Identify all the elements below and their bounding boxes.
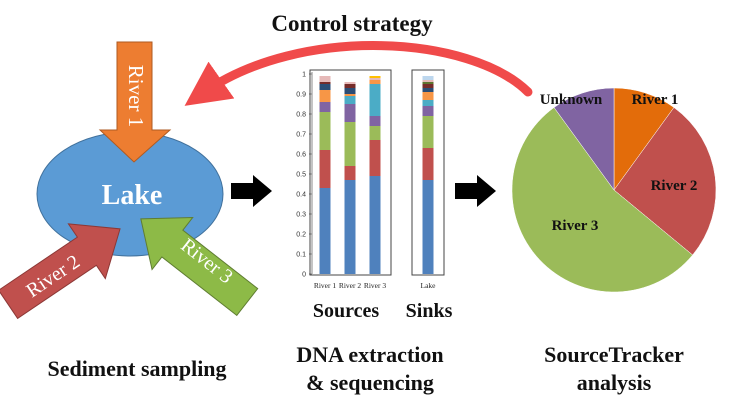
step-2-caption-line-1: DNA extraction bbox=[296, 342, 443, 367]
bar-segment bbox=[319, 102, 331, 112]
source-pie-chart: River 1 River 2 River 3 Unknown bbox=[511, 87, 717, 293]
pie-slice-label: River 1 bbox=[632, 92, 679, 108]
bar-segment bbox=[369, 78, 381, 80]
bar-segment bbox=[344, 122, 356, 166]
bar-segment bbox=[319, 188, 331, 274]
bar-x-label: River 3 bbox=[364, 281, 387, 290]
bar-segment bbox=[344, 104, 356, 122]
bar-y-tick-label: 0.3 bbox=[296, 212, 306, 219]
bar-y-tick-label: 0.6 bbox=[296, 152, 306, 159]
sinks-box bbox=[411, 69, 445, 276]
bar-segment bbox=[422, 84, 434, 88]
bar-y-tick-label: 0.5 bbox=[296, 172, 306, 179]
river-1-label: River 1 bbox=[124, 65, 148, 127]
bar-segment bbox=[319, 90, 331, 102]
bar-segment bbox=[369, 76, 381, 78]
bar-y-tick-label: 0.8 bbox=[296, 112, 306, 119]
bar-segment bbox=[319, 84, 331, 90]
bar-x-label: Lake bbox=[421, 281, 437, 290]
sources-box bbox=[309, 69, 392, 276]
pie-slice bbox=[553, 87, 615, 191]
bar-segment bbox=[369, 116, 381, 126]
lake-label: Lake bbox=[102, 180, 163, 211]
bar-segment bbox=[344, 82, 356, 84]
bar-y-tick-label: 0.9 bbox=[296, 92, 306, 99]
pie-slice bbox=[613, 107, 717, 256]
sources-group-label: Sources bbox=[313, 300, 380, 322]
bar-y-tick-label: 0.4 bbox=[296, 192, 306, 199]
pie-slice-label: River 3 bbox=[552, 218, 599, 234]
flow-arrow-1 bbox=[231, 175, 272, 207]
bar-y-tick-label: 0 bbox=[302, 272, 306, 279]
bar-x-label: River 1 bbox=[314, 281, 337, 290]
bar-segment bbox=[344, 88, 356, 94]
bar-y-tick-label: 0.7 bbox=[296, 132, 306, 139]
bar-y-tick-label: 0.2 bbox=[296, 232, 306, 239]
bar-segment bbox=[369, 176, 381, 274]
bar-segment bbox=[422, 92, 434, 100]
river-2-arrow-shape bbox=[0, 223, 121, 320]
bar-segment bbox=[422, 82, 434, 84]
bar-segment bbox=[344, 84, 356, 88]
bar-segment bbox=[369, 126, 381, 140]
step-2-caption-line-2: & sequencing bbox=[306, 370, 434, 395]
river-3-arrow bbox=[140, 216, 259, 317]
bar-segment bbox=[422, 148, 434, 180]
bar-segment bbox=[422, 100, 434, 106]
control-strategy-arrow bbox=[184, 41, 533, 106]
bar-segment bbox=[369, 80, 381, 84]
flow-arrow-2 bbox=[455, 175, 496, 207]
pie-slice bbox=[511, 107, 693, 293]
bar-segment bbox=[422, 80, 434, 82]
pie-slice-label: Unknown bbox=[540, 92, 603, 108]
bar-x-label: River 2 bbox=[339, 281, 362, 290]
pie-slice-label: River 2 bbox=[651, 178, 698, 194]
bar-segment bbox=[344, 166, 356, 180]
bar-segment bbox=[344, 96, 356, 104]
sinks-group-label: Sinks bbox=[406, 300, 453, 322]
river-1-arrow: River 1 bbox=[98, 41, 172, 163]
river-3-arrow-shape bbox=[140, 216, 259, 317]
bar-segment bbox=[344, 94, 356, 96]
bar-series bbox=[319, 76, 434, 274]
bar-segment bbox=[422, 106, 434, 116]
bar-segment bbox=[422, 180, 434, 274]
bar-segment bbox=[369, 84, 381, 116]
bar-y-tick-label: 1 bbox=[302, 72, 306, 79]
step-3-caption-line-2: analysis bbox=[577, 370, 652, 395]
control-strategy-title: Control strategy bbox=[271, 11, 433, 36]
step-3-caption-line-1: SourceTracker bbox=[544, 342, 684, 367]
bar-segment bbox=[369, 140, 381, 176]
bar-segment bbox=[319, 150, 331, 188]
bar-segment bbox=[319, 112, 331, 150]
river-1-arrow-shape bbox=[98, 41, 172, 163]
bar-segment bbox=[319, 82, 331, 84]
bar-y-ticks: 0 0.1 0.2 0.3 0.4 0.5 0.6 0.7 0.8 0.9 1 bbox=[296, 72, 312, 279]
bar-segment bbox=[422, 116, 434, 148]
bar-segment bbox=[319, 76, 331, 82]
bar-segment bbox=[422, 88, 434, 92]
step-1-caption: Sediment sampling bbox=[47, 356, 226, 381]
bar-segment bbox=[422, 76, 434, 80]
bar-segment bbox=[344, 180, 356, 274]
bar-y-tick-label: 0.1 bbox=[296, 252, 306, 259]
